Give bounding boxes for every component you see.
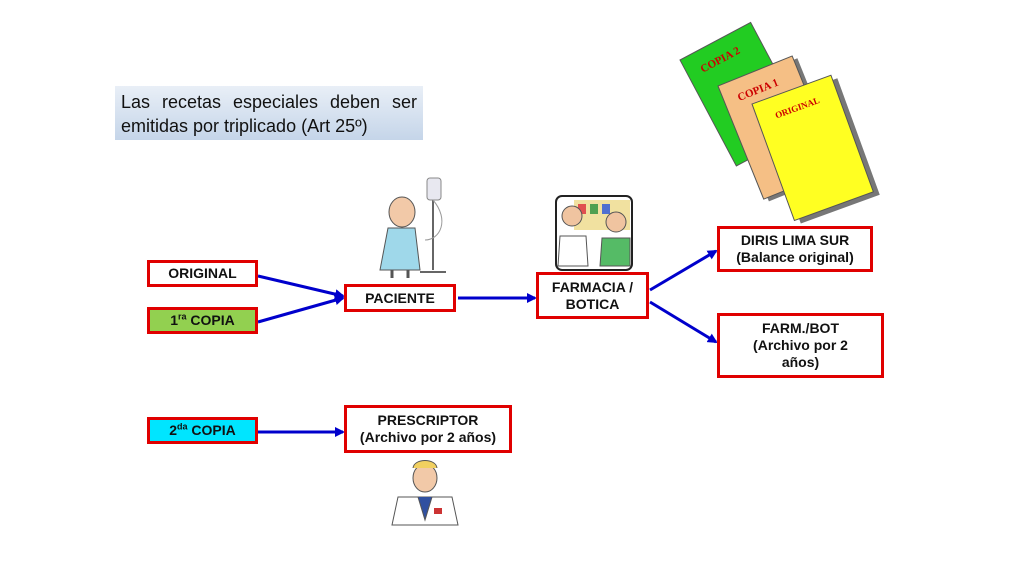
farmbot-line1: FARM./BOT (762, 320, 839, 336)
prescriptor-box: PRESCRIPTOR (Archivo por 2 años) (344, 405, 512, 453)
prescriptor-line2: (Archivo por 2 años) (359, 429, 497, 445)
title-text: Las recetas especiales deben ser emitida… (121, 92, 417, 136)
farmbot-line3: años) (781, 354, 820, 370)
farmbot-line2: (Archivo por 2 (753, 337, 848, 353)
original-label: ORIGINAL (168, 265, 237, 281)
diris-line1: DIRIS LIMA SUR (740, 232, 850, 248)
patient-illustration (379, 177, 446, 278)
arrow-farmacia-diris (649, 249, 718, 292)
prescriptor-line1: PRESCRIPTOR (377, 412, 479, 428)
copia1-box: 1ra COPIA (147, 307, 258, 334)
copia2-label: 2da COPIA (169, 421, 236, 438)
original-document: ORIGINAL (751, 74, 880, 224)
farmacia-box: FARMACIA / BOTICA (536, 272, 649, 319)
copia1-label: 1ra COPIA (170, 311, 235, 328)
farmacia-line1: FARMACIA / (551, 278, 634, 295)
arrow-farmacia-farmbot (649, 300, 718, 344)
diris-box: DIRIS LIMA SUR (Balance original) (717, 226, 873, 272)
paciente-label: PACIENTE (365, 289, 435, 306)
title-box: Las recetas especiales deben ser emitida… (115, 86, 423, 140)
diris-line2: (Balance original) (736, 249, 854, 265)
copia2-box: 2da COPIA (147, 417, 258, 444)
farmacia-line2: BOTICA (565, 295, 620, 312)
original-box: ORIGINAL (147, 260, 258, 287)
arrow-original-paciente (257, 274, 345, 300)
farmbot-box: FARM./BOT (Archivo por 2 años) (717, 313, 884, 378)
doctor-illustration (391, 460, 459, 526)
paciente-box: PACIENTE (344, 284, 456, 312)
arrow-copia1-paciente (257, 295, 345, 324)
pharmacy-illustration (555, 195, 633, 271)
arrows (257, 249, 718, 437)
document-stack: COPIA 2 COPIA 1 ORIGINAL (679, 21, 880, 224)
